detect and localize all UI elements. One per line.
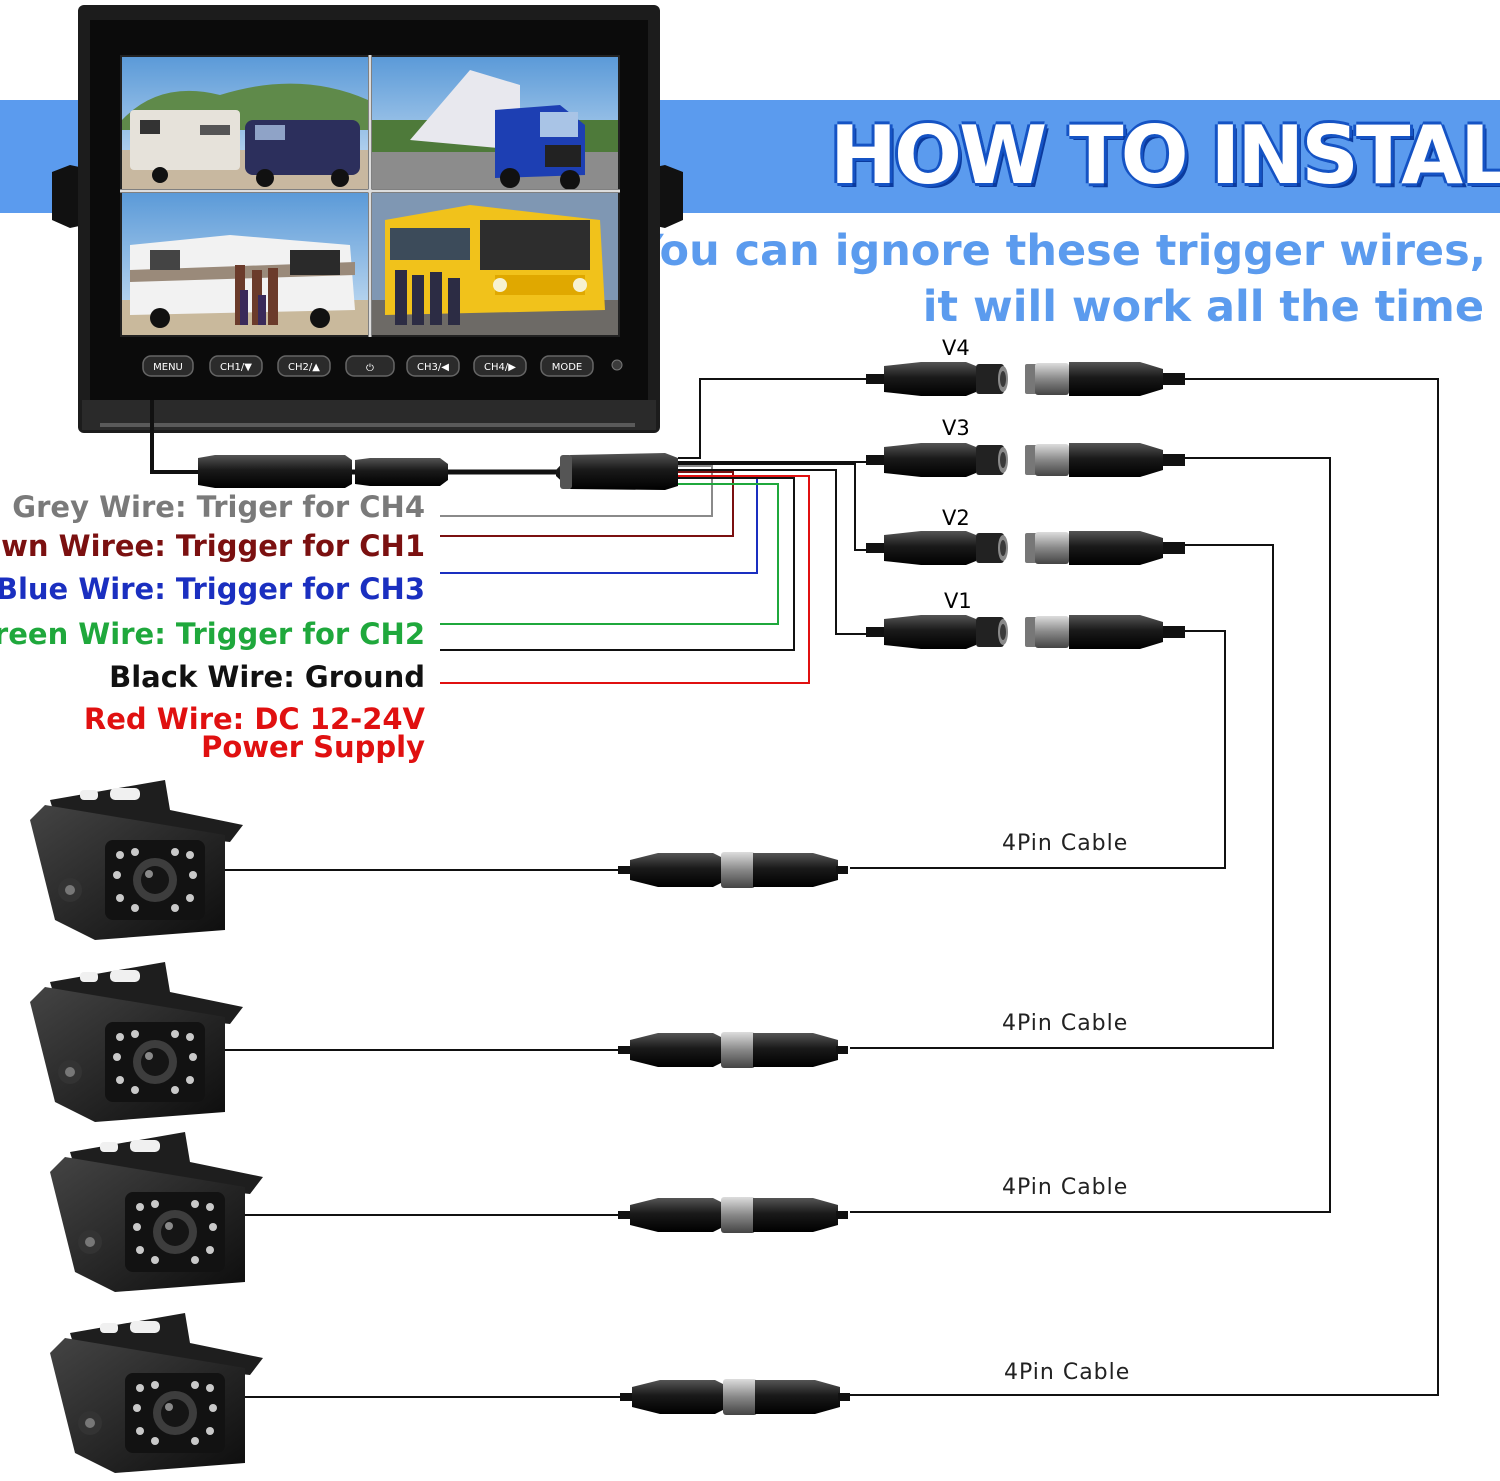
cable-coupler-2 bbox=[618, 1032, 848, 1068]
mode-button[interactable] bbox=[540, 355, 594, 377]
green-wire-label: Green Wire: Trigger for CH2 bbox=[0, 617, 425, 651]
ch1-button[interactable] bbox=[209, 355, 263, 377]
red-wire bbox=[440, 475, 810, 684]
green-wire bbox=[440, 483, 779, 625]
cable-label-1: 4Pin Cable bbox=[1002, 831, 1129, 856]
grey-wire bbox=[440, 465, 713, 517]
port-label-v3: V3 bbox=[942, 416, 970, 440]
ch2-button-label: CH2/▲ bbox=[288, 362, 320, 373]
red-wire-label-line-1: Red Wire: DC 12-24V bbox=[83, 702, 425, 736]
camera-1 bbox=[30, 780, 848, 940]
port-label-v1: V1 bbox=[944, 589, 972, 613]
port-label-v2: V2 bbox=[942, 506, 970, 530]
cable-label-2: 4Pin Cable bbox=[1002, 1011, 1129, 1036]
camera-3 bbox=[50, 1132, 848, 1292]
camera-view-ch2 bbox=[372, 57, 618, 190]
trigger-note-line-2: it will work all the time bbox=[922, 282, 1484, 332]
ch1-button-label: CH1/▼ bbox=[220, 362, 252, 373]
trigger-note-line-1: You can ignore these trigger wires, bbox=[632, 226, 1486, 276]
camera-view-ch4 bbox=[372, 193, 618, 335]
camera-4 bbox=[50, 1313, 850, 1473]
port-connector-v2 bbox=[850, 531, 1274, 1049]
blue-wire-label: Blue Wire: Trigger for CH3 bbox=[0, 572, 425, 606]
mode-button-label: MODE bbox=[552, 362, 583, 373]
brown-wire bbox=[440, 471, 734, 537]
camera-view-ch1 bbox=[122, 57, 368, 189]
port-label-v4: V4 bbox=[942, 336, 970, 360]
camera-view-ch3 bbox=[122, 193, 368, 335]
port-connector-v3 bbox=[850, 443, 1331, 1213]
power-icon: ⏻ bbox=[366, 363, 374, 374]
cable-label-4: 4Pin Cable bbox=[1004, 1360, 1131, 1385]
cable-label-3: 4Pin Cable bbox=[1002, 1175, 1129, 1200]
menu-button-label: MENU bbox=[153, 362, 183, 373]
trigger-wire-bundle bbox=[440, 465, 810, 684]
monitor-button-bar: MENU CH1/▼ CH2/▲ ⏻ CH3/◀ CH4/▶ MODE bbox=[142, 355, 623, 377]
monitor-screen bbox=[120, 55, 620, 337]
ch3-button[interactable] bbox=[406, 355, 460, 377]
page-title: HOW TO INSTALL bbox=[830, 109, 1500, 202]
cable-coupler-4 bbox=[620, 1379, 850, 1415]
video-lead-lines bbox=[678, 378, 866, 635]
menu-button[interactable] bbox=[142, 355, 194, 377]
grey-wire-label: Grey Wire: Triger for CH4 bbox=[12, 490, 425, 524]
brown-wire-label: Brown Wiree: Trigger for CH1 bbox=[0, 529, 425, 563]
monitor-cable bbox=[150, 400, 678, 490]
blue-wire bbox=[440, 477, 758, 574]
ch3-button-label: CH3/◀ bbox=[417, 362, 449, 373]
cable-coupler-3 bbox=[618, 1197, 848, 1233]
port-connector-v1 bbox=[850, 615, 1226, 869]
black-wire-label: Black Wire: Ground bbox=[109, 660, 425, 694]
camera-2 bbox=[30, 962, 848, 1122]
port-connector-v4 bbox=[850, 362, 1439, 1396]
ch4-button[interactable] bbox=[473, 355, 527, 377]
power-button[interactable] bbox=[345, 355, 395, 377]
cable-coupler-1 bbox=[618, 852, 848, 888]
ch4-button-label: CH4/▶ bbox=[484, 362, 516, 373]
red-wire-label-line-2: Power Supply bbox=[201, 730, 425, 764]
black-wire bbox=[440, 477, 795, 651]
monitor: MENU CH1/▼ CH2/▲ ⏻ CH3/◀ CH4/▶ MODE bbox=[52, 5, 683, 433]
power-led-icon bbox=[611, 359, 623, 371]
ch2-button[interactable] bbox=[277, 355, 331, 377]
